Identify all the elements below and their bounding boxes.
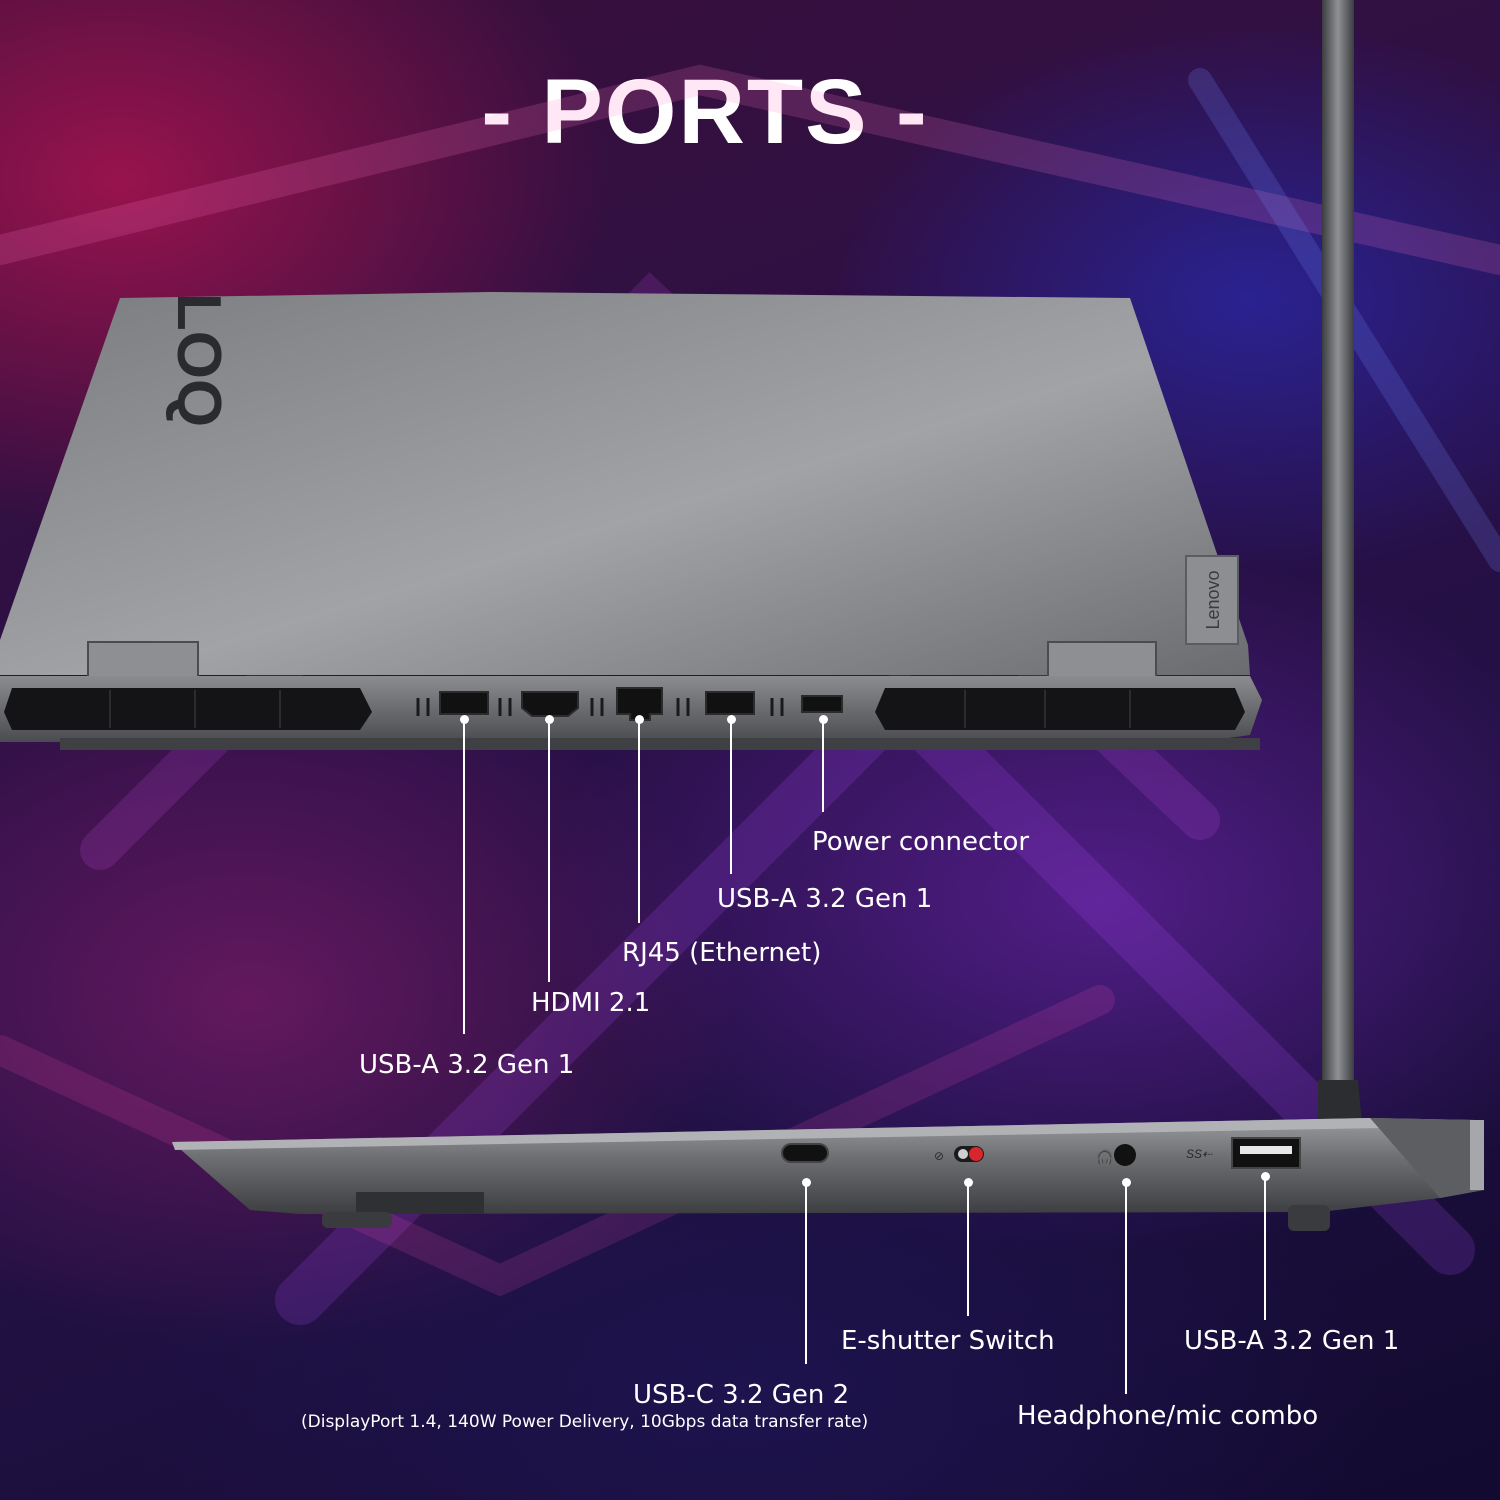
usb-a-rear-2-port: [705, 691, 755, 715]
usb-c-label: USB-C 3.2 Gen 2: [633, 1380, 850, 1410]
screen-edge: [1322, 0, 1354, 1100]
loq-logo: LOQ: [164, 293, 233, 427]
e-shutter-label: E-shutter Switch: [841, 1326, 1055, 1356]
lenovo-badge-text: Lenovo: [1203, 570, 1223, 629]
usb-c-sublabel: (DisplayPort 1.4, 140W Power Delivery, 1…: [301, 1412, 869, 1432]
usb-a-rear-2-label: USB-A 3.2 Gen 1: [717, 884, 933, 914]
usb-c-port: [781, 1143, 829, 1163]
ss-usb-icon: SS⇠: [1186, 1147, 1213, 1161]
usb-a-rear-1-dot: [460, 715, 469, 724]
page-title: - PORTS -: [481, 61, 929, 163]
usb-a-rear-2-dot: [727, 715, 736, 724]
power-label: Power connector: [812, 827, 1030, 857]
camera-off-icon: ⊘: [934, 1149, 944, 1163]
foot-left: [322, 1212, 392, 1228]
vent-right: [875, 688, 1245, 730]
e-shutter-leader: [967, 1184, 969, 1316]
loq-logo-text: LOQ: [164, 293, 233, 427]
hdmi-dot: [545, 715, 554, 724]
headphone-leader: [1125, 1184, 1127, 1394]
rj45-leader: [638, 720, 640, 923]
rj45-label: RJ45 (Ethernet): [622, 938, 822, 968]
usb-c-dot: [802, 1178, 811, 1187]
headphone-jack: [1114, 1144, 1136, 1166]
usb-a-rear-1-port: [439, 691, 489, 715]
usb-a-rear-2-leader: [730, 720, 732, 874]
rj45-port: [616, 687, 663, 721]
headphone-icon: 🎧: [1096, 1149, 1113, 1166]
usb-a-side-leader: [1264, 1178, 1266, 1320]
e-shutter-dot: [964, 1178, 973, 1187]
speaker-grille: [356, 1192, 484, 1214]
power-leader: [822, 720, 824, 812]
usb-c-leader: [805, 1184, 807, 1364]
rj45-dot: [635, 715, 644, 724]
lenovo-badge: Lenovo: [1185, 555, 1239, 645]
hdmi-leader: [548, 720, 550, 982]
foot-right: [1288, 1205, 1330, 1231]
power-port: [801, 695, 843, 713]
headphone-label: Headphone/mic combo: [1017, 1401, 1319, 1431]
headphone-dot: [1122, 1178, 1131, 1187]
usb-a-rear-1-label: USB-A 3.2 Gen 1: [359, 1050, 575, 1080]
usb-a-side-dot: [1261, 1172, 1270, 1181]
usb-a-side-label: USB-A 3.2 Gen 1: [1184, 1326, 1400, 1356]
power-dot: [819, 715, 828, 724]
hdmi-port: [521, 691, 579, 717]
hdmi-label: HDMI 2.1: [531, 988, 651, 1018]
usb-a-rear-1-leader: [463, 720, 465, 1034]
laptop-lid: [0, 292, 1250, 675]
